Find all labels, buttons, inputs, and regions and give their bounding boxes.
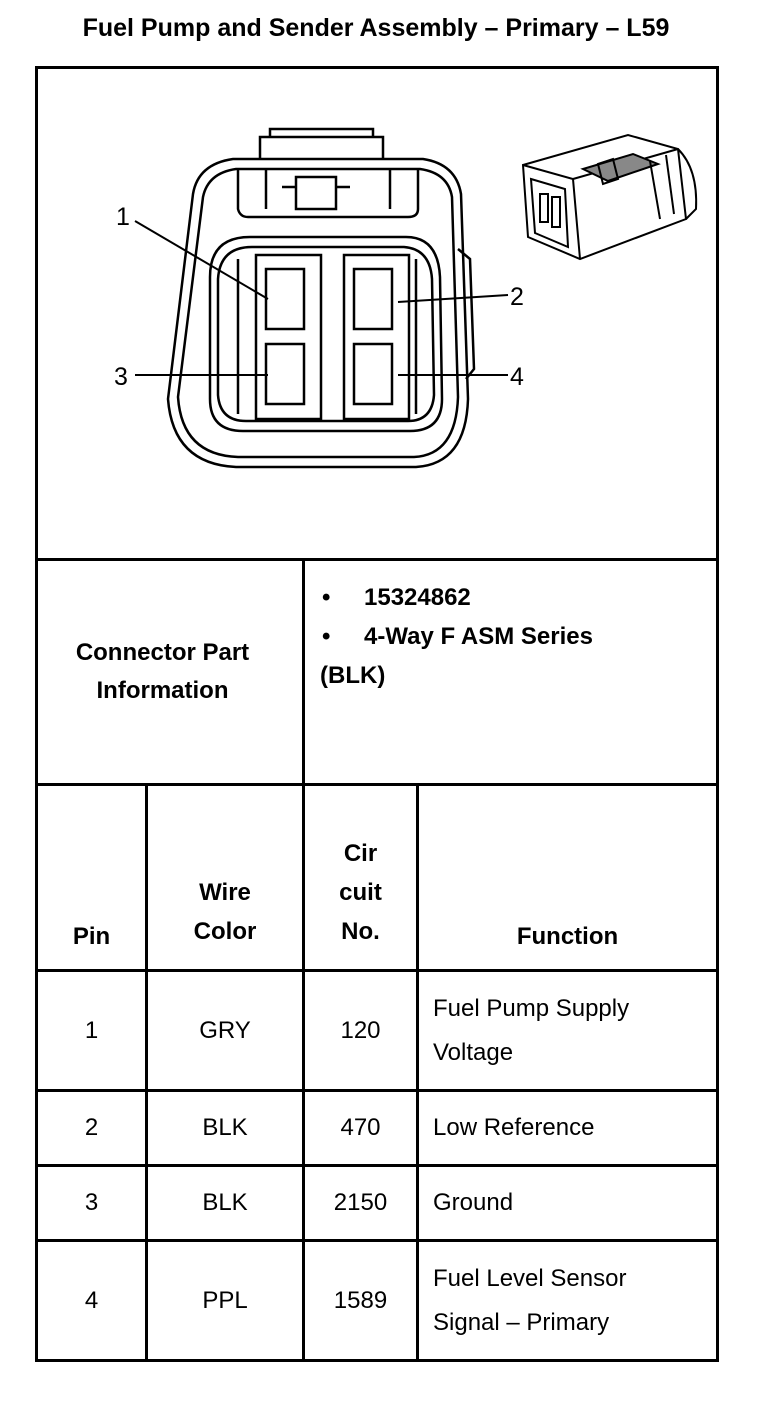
- table-row-3-pin: 3: [84, 1189, 99, 1216]
- table-row-4-function: Fuel Level Sensor Signal – Primary: [433, 1264, 627, 1336]
- column-divider-3: [416, 783, 419, 1362]
- table-row-3-function: Ground: [433, 1189, 514, 1216]
- connector-diagram: 1 2 3 4: [114, 127, 698, 469]
- pin-label-3: 3: [114, 363, 128, 391]
- column-divider-1: [145, 783, 148, 1362]
- part-number-line: •15324862: [322, 584, 471, 611]
- connector-3d-view: [521, 133, 698, 261]
- table-row-3-circuit: 2150: [333, 1189, 388, 1216]
- divider-diagram: [35, 558, 719, 561]
- header-pin: Pin: [38, 786, 145, 969]
- table-row-3-wire-color: BLK: [202, 1189, 248, 1216]
- header-wire-color-text: Wire Color: [193, 879, 257, 945]
- connector-part-label: Connector Part Information: [50, 561, 275, 783]
- row-divider-2: [35, 1164, 719, 1167]
- pin-label-4: 4: [510, 363, 524, 391]
- row-divider-3: [35, 1239, 719, 1242]
- table-row-1-wire-color: GRY: [199, 1016, 251, 1044]
- pin-label-1: 1: [116, 203, 130, 231]
- table-row-1-pin: 1: [84, 1016, 99, 1044]
- table-row-4-wire-color: PPL: [202, 1286, 248, 1314]
- table-row-2-function: Low Reference: [433, 1114, 595, 1141]
- divider-header: [35, 783, 719, 786]
- row-divider-header: [35, 969, 719, 972]
- table-row-4-circuit: 1589: [333, 1286, 388, 1314]
- page-title: Fuel Pump and Sender Assembly – Primary …: [82, 14, 670, 42]
- table-row-4-pin: 4: [84, 1286, 99, 1314]
- column-divider-2: [302, 783, 305, 1362]
- connector-color: (BLK): [320, 662, 386, 689]
- header-wire-color: Wire Color: [148, 786, 302, 969]
- table-row-2-circuit: 470: [340, 1114, 381, 1141]
- connector-part-details: •15324862 •4-Way F ASM Series (BLK): [320, 578, 593, 695]
- series-line: •4-Way F ASM Series: [322, 623, 593, 650]
- part-number: 15324862: [364, 584, 471, 611]
- header-circuit-text: Cir cuit No.: [339, 840, 382, 945]
- table-row-2-pin: 2: [84, 1114, 99, 1141]
- connector-face-drawing: [166, 127, 476, 469]
- row-divider-1: [35, 1089, 719, 1092]
- header-pin-text: Pin: [72, 923, 111, 950]
- table-row-1-function: Fuel Pump Supply Voltage: [433, 994, 630, 1066]
- table-row-2-wire-color: BLK: [202, 1114, 248, 1141]
- connector-series: 4-Way F ASM Series: [364, 623, 593, 650]
- header-function: Function: [419, 786, 716, 969]
- connector-table-frame: [35, 66, 719, 1362]
- pin-leader-lines: [134, 220, 509, 376]
- header-function-text: Function: [516, 923, 619, 950]
- divider-partinfo: [302, 558, 305, 786]
- connector-part-label-text: Connector Part Information: [75, 639, 250, 704]
- pin-label-2: 2: [510, 283, 524, 311]
- table-row-1-circuit: 120: [340, 1016, 381, 1044]
- header-circuit: Cir cuit No.: [305, 786, 416, 969]
